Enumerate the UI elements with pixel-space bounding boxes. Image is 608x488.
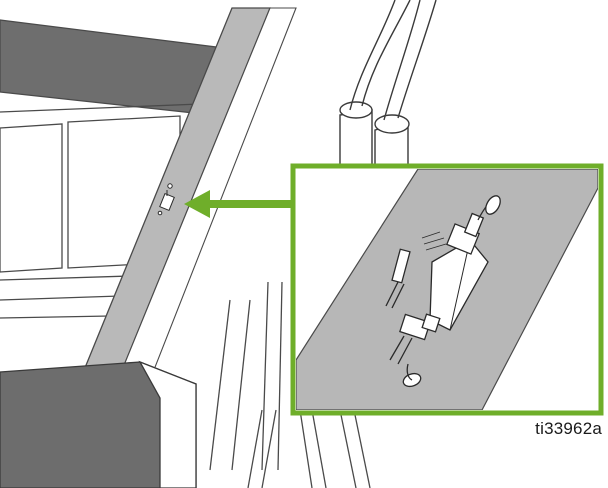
bottom-block-face: [138, 360, 197, 488]
zoom-inset: [290, 163, 604, 416]
fitting-assembly-icon: [157, 183, 175, 216]
inset-fitting: [385, 195, 501, 388]
window-pane-left: [0, 123, 63, 273]
callout-arrow-icon: [184, 190, 294, 218]
figure-reference-id: ti33962a: [535, 419, 602, 438]
